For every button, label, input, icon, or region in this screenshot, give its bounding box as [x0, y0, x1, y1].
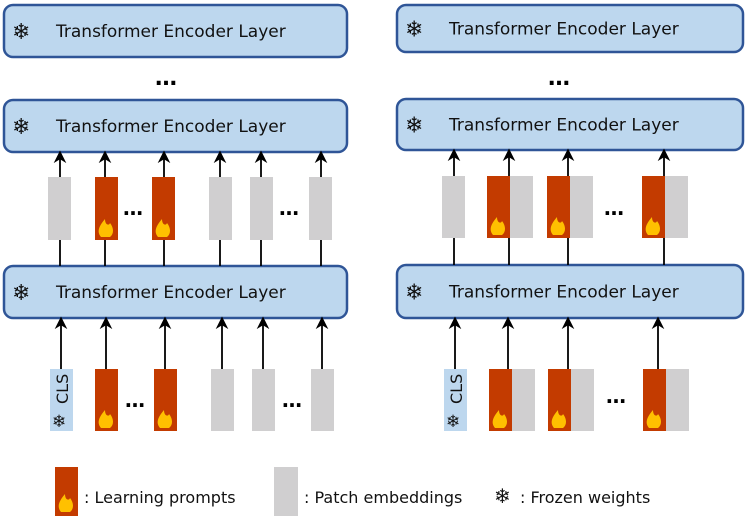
flame-icon [98, 219, 113, 237]
transformer-encoder-layer: ❄ Transformer Encoder Layer [395, 97, 745, 152]
prompt-token [152, 177, 175, 240]
pair-token [642, 176, 688, 238]
transformer-encoder-layer: ❄ Transformer Encoder Layer [2, 264, 349, 320]
transformer-encoder-layer: ❄ Transformer Encoder Layer [2, 3, 349, 59]
prompt-token [95, 177, 118, 240]
cls-label: CLS [53, 374, 72, 404]
legend-patch-swatch [274, 467, 298, 516]
ellipsis: … [279, 196, 299, 220]
layer-label: Transformer Encoder Layer [448, 116, 679, 136]
flame-icon [490, 217, 505, 235]
ellipsis: … [604, 196, 624, 220]
flame-icon [157, 410, 172, 428]
prompt-token [154, 369, 177, 431]
flame-icon [98, 410, 113, 428]
flame-icon [58, 494, 73, 512]
layer-label: Transformer Encoder Layer [55, 283, 286, 303]
snowflake-icon: ❄ [494, 484, 511, 508]
legend-frozen-label: : Frozen weights [520, 488, 650, 507]
patch-token [311, 369, 334, 431]
ellipsis: … [282, 388, 302, 412]
transformer-encoder-layer: ❄ Transformer Encoder Layer [395, 263, 745, 320]
transformer-encoder-layer: ❄ Transformer Encoder Layer [395, 3, 745, 54]
snowflake-icon: ❄ [446, 412, 460, 432]
snowflake-icon: ❄ [12, 281, 30, 306]
prompt-token [95, 369, 118, 431]
patch-token [442, 176, 465, 238]
layer-label: Transformer Encoder Layer [448, 283, 679, 303]
ellipsis: … [123, 196, 143, 220]
cls-token: CLS ❄ [50, 369, 73, 432]
patch-token [250, 177, 273, 240]
patch-token [211, 369, 234, 431]
pair-token [547, 176, 593, 238]
snowflake-icon: ❄ [12, 20, 30, 45]
flame-icon [551, 410, 566, 428]
pair-token [643, 369, 689, 431]
flame-icon [550, 217, 565, 235]
patch-token [48, 177, 71, 240]
layer-label: Transformer Encoder Layer [448, 20, 679, 40]
snowflake-icon: ❄ [52, 412, 66, 432]
layer-label: Transformer Encoder Layer [55, 22, 286, 42]
patch-token [309, 177, 332, 240]
cls-label: CLS [447, 374, 466, 404]
pair-token [487, 176, 533, 238]
transformer-encoder-layer: ❄ Transformer Encoder Layer [2, 98, 349, 154]
patch-token [209, 177, 232, 240]
snowflake-icon: ❄ [12, 115, 30, 140]
patch-token [252, 369, 275, 431]
layer-label: Transformer Encoder Layer [55, 117, 286, 137]
ellipsis: … [548, 66, 570, 91]
ellipsis: … [606, 384, 626, 408]
ellipsis: … [155, 66, 177, 91]
legend-patches-label: : Patch embeddings [304, 488, 462, 507]
snowflake-icon: ❄ [405, 281, 423, 306]
flame-icon [646, 410, 661, 428]
snowflake-icon: ❄ [405, 114, 423, 139]
pair-token [548, 369, 594, 431]
flame-icon [492, 410, 507, 428]
ellipsis: … [125, 388, 145, 412]
cls-token: CLS ❄ [444, 369, 467, 432]
flame-icon [645, 217, 660, 235]
pair-token [489, 369, 535, 431]
legend-prompts-label: : Learning prompts [84, 488, 236, 507]
flame-icon [155, 219, 170, 237]
snowflake-icon: ❄ [405, 18, 423, 43]
